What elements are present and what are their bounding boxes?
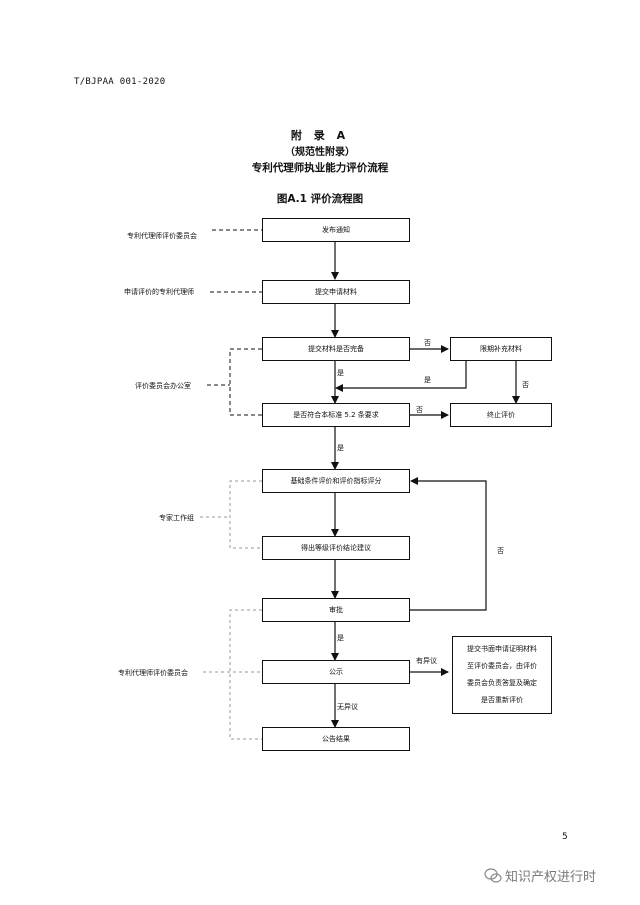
appendix-name: 专利代理师执业能力评价流程	[251, 162, 389, 174]
approval-box: 审批	[262, 598, 410, 622]
objection-line-4: 是否重新评价	[481, 696, 523, 704]
label-yes-2: 是	[424, 376, 431, 384]
publicity-box: 公示	[262, 660, 410, 684]
label-no-objection: 无异议	[337, 703, 358, 711]
objection-line-1: 提交书面申请证明材料	[467, 645, 537, 653]
terminate-box: 终止评价	[450, 403, 552, 427]
actor-applicant: 申请评价的专利代理师	[124, 288, 194, 296]
arrow-supplement-back	[335, 361, 467, 392]
grade-box: 得出等级评价结论建议	[262, 536, 410, 560]
arrow-approval-loop	[410, 477, 487, 611]
actor-committee-bottom: 专利代理师评价委员会	[118, 669, 188, 677]
notice-box: 发布通知	[262, 218, 410, 242]
appendix-type: （规范性附录）	[285, 147, 355, 158]
objection-line-3: 委员会负责答复及确定	[467, 679, 537, 687]
label-no-2: 否	[522, 381, 529, 389]
objection-line-2: 至评价委员会，由评价	[467, 662, 537, 670]
label-no-3: 否	[416, 406, 423, 414]
actor-office: 评价委员会办公室	[135, 382, 191, 390]
wechat-icon	[484, 868, 502, 883]
supplement-box: 限期补充材料	[450, 337, 552, 361]
page-number: 5	[562, 832, 568, 842]
label-yes-4: 是	[337, 634, 344, 642]
result-box: 公告结果	[262, 727, 410, 751]
scoring-box: 基础条件评价和评价指标评分	[262, 469, 410, 493]
submit-box: 提交申请材料	[262, 280, 410, 304]
figure-title: 图A.1 评价流程图	[276, 193, 364, 205]
appendix-title: 附 录 A	[290, 129, 350, 142]
watermark-text: 知识产权进行时	[505, 870, 597, 885]
actor-committee-top: 专利代理师评价委员会	[127, 232, 197, 240]
objection-box: 提交书面申请证明材料 至评价委员会，由评价 委员会负责答复及确定 是否重新评价	[452, 636, 552, 714]
label-objection: 有异议	[416, 657, 437, 665]
complete-check-box: 提交材料是否完备	[262, 337, 410, 361]
label-yes-1: 是	[337, 369, 344, 377]
standard-check-box: 是否符合本标准 5.2 条要求	[262, 403, 410, 427]
label-no-4: 否	[497, 547, 504, 555]
header-code: T/BJPAA 001-2020	[74, 77, 166, 87]
actor-experts: 专家工作组	[159, 514, 194, 522]
label-yes-3: 是	[337, 444, 344, 452]
label-no-1: 否	[424, 339, 431, 347]
